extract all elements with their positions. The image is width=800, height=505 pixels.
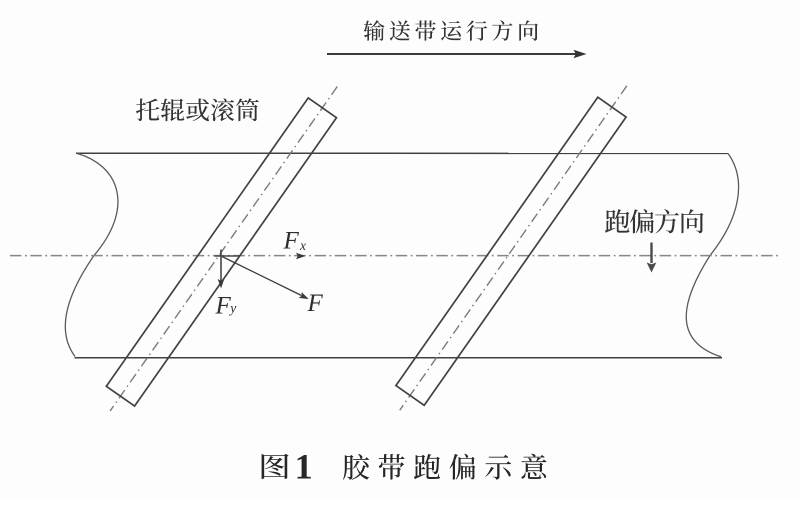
- svg-text:1: 1: [295, 447, 313, 487]
- svg-text:F: F: [215, 293, 232, 320]
- svg-text:F: F: [307, 290, 324, 317]
- svg-text:y: y: [228, 301, 236, 316]
- svg-text:F: F: [283, 227, 300, 254]
- svg-text:x: x: [299, 238, 306, 253]
